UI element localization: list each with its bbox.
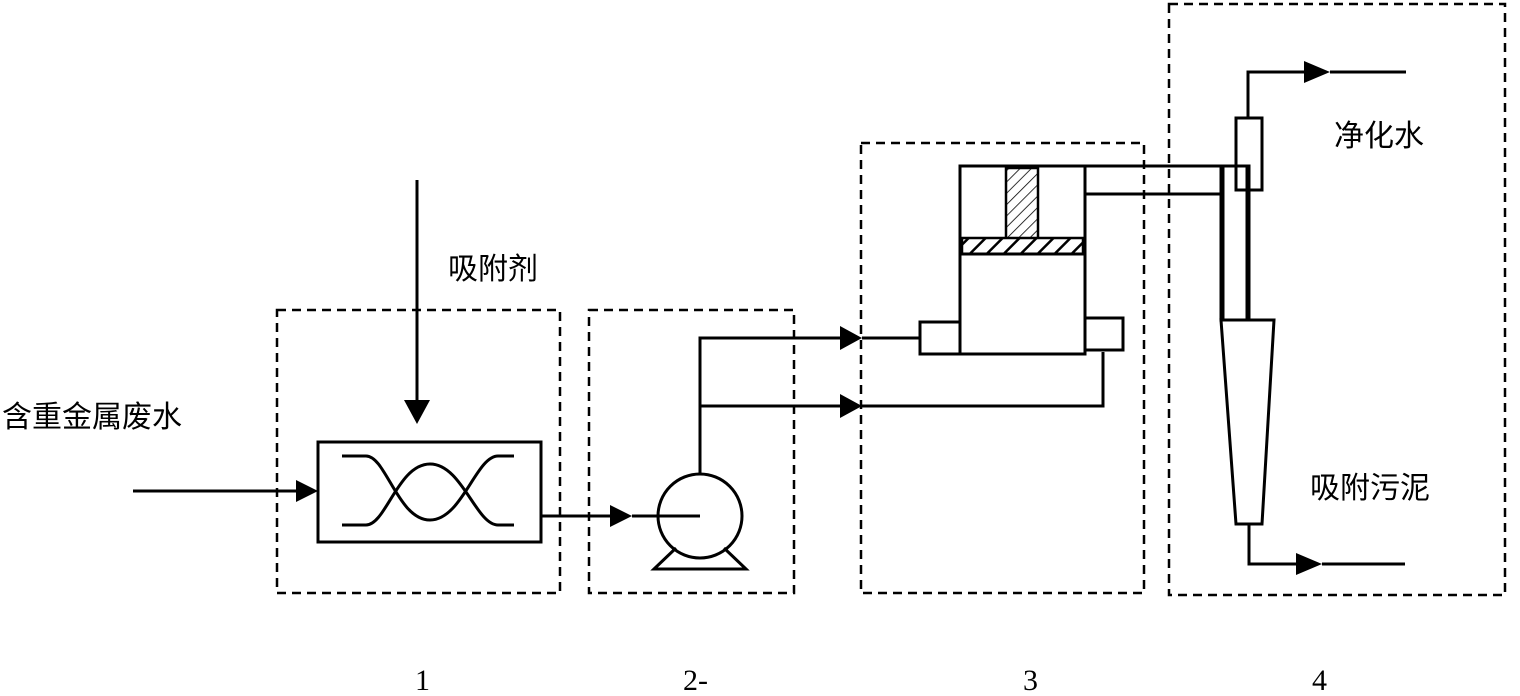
sludge-outlet-line [1247, 524, 1405, 575]
mixer-to-pump-line [541, 505, 700, 527]
pump-discharge-lines [698, 326, 1105, 474]
adsorbent-label: 吸附剂 [448, 252, 538, 287]
unit-3-boundary [859, 141, 1146, 595]
hydrocyclone [1219, 116, 1276, 526]
reactor-to-cyclone-pipe [1083, 164, 1225, 196]
unit-number-1: 1 [415, 664, 430, 696]
unit-number-4: 4 [1312, 664, 1327, 696]
static-mixer [316, 440, 543, 544]
purified-water-label: 净化水 [1334, 119, 1424, 154]
unit-2-boundary [587, 308, 796, 595]
unit-number-2: 2- [683, 664, 708, 696]
pump [650, 472, 750, 571]
wastewater-label: 含重金属废水 [2, 400, 182, 435]
wastewater-inlet-line [133, 480, 318, 502]
reactor-vessel [918, 164, 1125, 356]
unit-4-boundary [1167, 2, 1507, 597]
purified-water-outlet-line [1246, 61, 1406, 118]
unit-number-3: 3 [1023, 664, 1038, 696]
sludge-label: 吸附污泥 [1310, 471, 1430, 506]
adsorbent-feed-line [404, 180, 430, 424]
